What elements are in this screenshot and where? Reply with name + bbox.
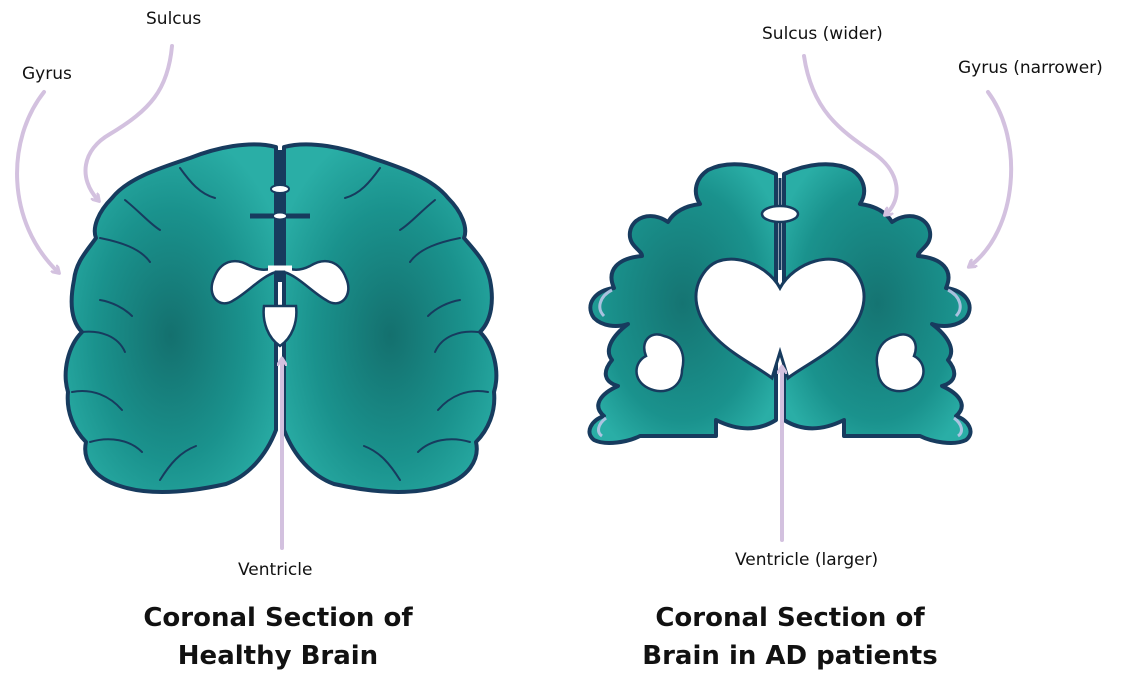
ad-ventricle-label: Ventricle (larger) (735, 552, 878, 569)
ad-caption: Coronal Section of Brain in AD patients (620, 600, 960, 675)
healthy-ventricle-label: Ventricle (238, 562, 312, 579)
ad-gyrus-arrow (970, 92, 1011, 266)
healthy-sulcus-label: Sulcus (146, 11, 201, 28)
ad-gyrus-label: Gyrus (narrower) (958, 60, 1103, 77)
healthy-gyrus-label: Gyrus (22, 66, 72, 83)
ad-caption-line2: Brain in AD patients (620, 638, 960, 676)
ad-sulcus-label: Sulcus (wider) (762, 26, 883, 43)
healthy-caption-line1: Coronal Section of (128, 600, 428, 638)
ad-caption-line1: Coronal Section of (620, 600, 960, 638)
healthy-caption: Coronal Section of Healthy Brain (128, 600, 428, 675)
healthy-caption-line2: Healthy Brain (128, 638, 428, 676)
healthy-gyrus-arrow (17, 92, 58, 272)
